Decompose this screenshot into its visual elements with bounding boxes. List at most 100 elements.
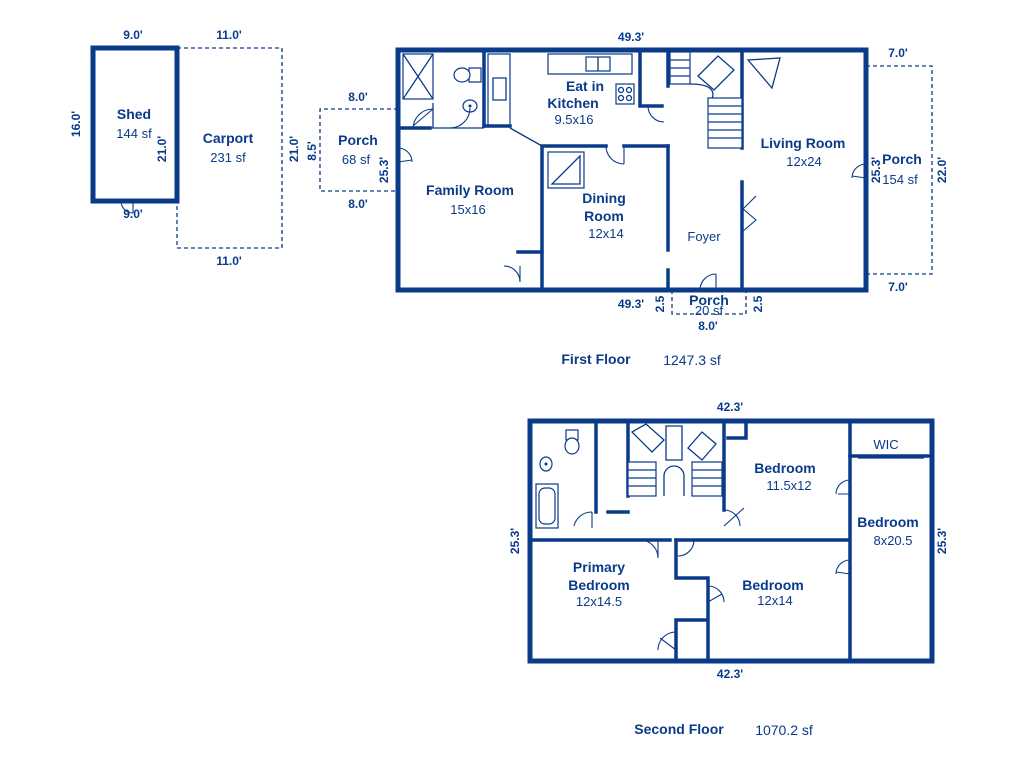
first-floor-outline [395, 47, 869, 293]
room-name-porch-west: Porch [338, 132, 378, 148]
door-swing-icon [699, 273, 717, 291]
room-name-kitchen-2: Kitchen [547, 95, 598, 111]
closet-icon [630, 423, 665, 453]
dim-carport-right: 21.0' [287, 136, 301, 162]
carport-outline [176, 47, 283, 249]
room-name-shed: Shed [117, 106, 151, 122]
door-swing-icon [412, 108, 434, 130]
door-swing-icon [677, 539, 695, 557]
room-name-dining-1: Dining [582, 190, 626, 206]
dining-walls [540, 144, 670, 252]
room-name-primary-2: Bedroom [568, 577, 629, 593]
closet-icon [687, 431, 717, 461]
sink-icon [539, 456, 553, 472]
east-porch-outline [866, 65, 933, 275]
toilet-icon [453, 67, 482, 83]
door-swing-icon [835, 479, 851, 495]
bath-walls [528, 419, 672, 542]
door-swing-icon [835, 559, 851, 575]
stair-icon [691, 461, 723, 497]
family-closet-wall [516, 250, 544, 292]
shed-outline [90, 45, 180, 204]
dim-porch-e-bottom: 7.0' [888, 280, 908, 294]
front-porch-group: Porch 20 sf 8.0' 2.5 2.5 [653, 290, 765, 333]
room-size-family: 15x16 [450, 202, 485, 217]
dim-front-porch-left: 2.5 [653, 295, 667, 312]
dim-shed-left: 16.0' [69, 111, 83, 137]
room-size-kitchen: 9.5x16 [554, 112, 593, 127]
second-floor-area: 1070.2 sf [755, 722, 813, 738]
door-swing-icon [647, 105, 665, 123]
door-swing-icon [605, 145, 625, 165]
room-name-primary-1: Primary [573, 559, 625, 575]
room-name-porch-east: Porch [882, 151, 922, 167]
room-size-primary: 12x14.5 [576, 594, 622, 609]
second-floor-label: Second Floor [634, 721, 724, 737]
room-name-bedroom-s: Bedroom [742, 577, 803, 593]
dim-carport-top: 11.0' [216, 28, 242, 42]
room-name-kitchen-1: Eat in [566, 78, 604, 94]
dim-second-top: 42.3' [717, 400, 743, 414]
kitchen-angled-wall [509, 127, 543, 147]
dim-first-bottom: 49.3' [618, 297, 644, 311]
room-name-foyer: Foyer [687, 229, 721, 244]
door-swing-icon [573, 511, 593, 528]
kitchen-sink-icon [585, 56, 611, 72]
stair-landing [663, 465, 685, 496]
dim-shed-right: 21.0' [155, 136, 169, 162]
dim-first-top: 49.3' [618, 30, 644, 44]
room-size-porch-front: 20 sf [695, 303, 724, 318]
room-size-living: 12x24 [786, 154, 821, 169]
room-name-carport: Carport [203, 130, 254, 146]
room-name-wic: WIC [873, 437, 898, 452]
stair-icon [627, 461, 657, 497]
dim-first-left: 25.3' [377, 157, 391, 183]
room-name-bedroom-ne: Bedroom [754, 460, 815, 476]
west-porch-outline [319, 108, 398, 192]
kitchen-closet-wall [638, 48, 664, 108]
room-name-dining-2: Room [584, 208, 624, 224]
bedroom-walls [674, 419, 852, 663]
room-size-bedroom-ne: 11.5x12 [766, 478, 811, 493]
dim-porch-w-left: 8.5' [305, 141, 319, 161]
dim-shed-top: 9.0' [123, 28, 143, 42]
room-name-living: Living Room [761, 135, 846, 151]
dim-porch-w-bottom: 8.0' [348, 197, 368, 211]
pantry-cabinet [487, 53, 511, 127]
primary-closet-walls [674, 538, 710, 663]
door-swing-icon [741, 195, 757, 233]
first-floor-plan: Eat in Kitchen 9.5x16 Family Room 15x16 … [377, 30, 883, 311]
room-size-bedroom-e: 8x20.5 [873, 533, 912, 548]
door-swing-icon [397, 147, 413, 163]
room-size-porch-west: 68 sf [342, 152, 371, 167]
door-swing-icon [723, 507, 745, 527]
fireplace-living [746, 57, 781, 90]
dim-porch-e-right: 22.0' [935, 157, 949, 183]
west-porch-group: Porch 68 sf 8.0' 8.0' 8.5' [305, 90, 398, 211]
dim-carport-bottom: 11.0' [216, 254, 242, 268]
closet-icon [697, 55, 735, 91]
door-swing-icon [639, 539, 659, 559]
room-name-family: Family Room [426, 182, 514, 198]
room-size-dining: 12x14 [588, 226, 623, 241]
door-swing-icon [120, 200, 134, 214]
door-swing-icon [707, 585, 725, 603]
dim-porch-e-top: 7.0' [888, 46, 908, 60]
door-swing-icon [657, 631, 677, 651]
range-icon [615, 83, 635, 105]
door-swing-icon [503, 265, 521, 283]
first-floor-area: 1247.3 sf [663, 352, 721, 368]
dim-second-bottom: 42.3' [717, 667, 743, 681]
dim-second-right: 25.3' [935, 528, 949, 554]
room-name-porch-front: Porch [689, 292, 729, 308]
door-swing-icon [851, 163, 867, 179]
dim-shed-bottom: 9.0' [123, 207, 143, 221]
toilet-icon [564, 429, 580, 455]
dim-porch-w-top: 8.0' [348, 90, 368, 104]
shed-carport-group: Shed 144 sf Carport 231 sf 9.0' 9.0' 16.… [69, 28, 301, 268]
dim-front-porch-right: 2.5 [751, 295, 765, 312]
dim-second-left: 25.3' [508, 528, 522, 554]
room-size-carport: 231 sf [210, 150, 246, 165]
dim-first-right: 25.3' [869, 157, 883, 183]
